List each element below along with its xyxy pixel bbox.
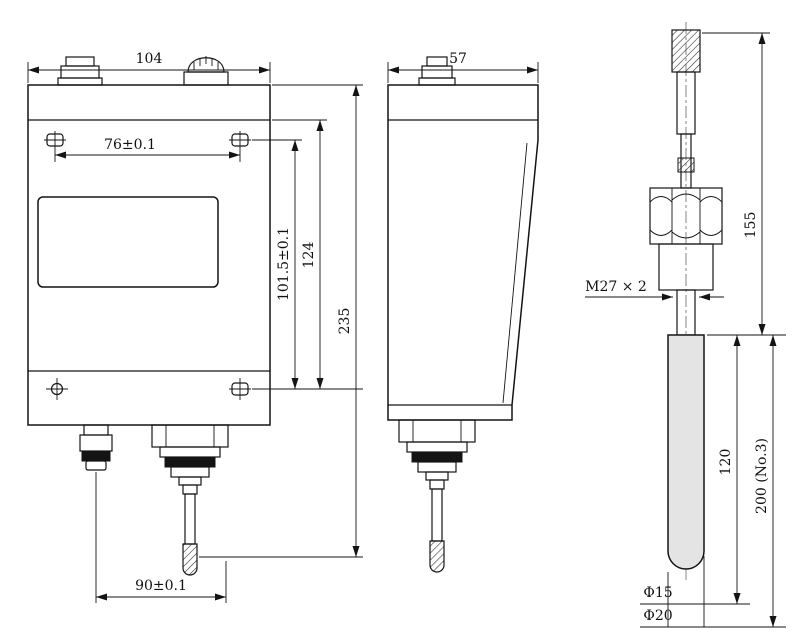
dim-phi15-label: Φ15 [643,585,672,601]
probe-sheath [667,334,705,570]
dim-200-label: 200 (No.3) [754,438,770,514]
dim-101-5-label: 101.5±0.1 [276,227,292,301]
dim-57-label: 57 [449,51,467,67]
front-dim-124: 124 [272,119,327,389]
front-top-left-gland [57,56,103,86]
probe-thread-callout: M27 × 2 [585,279,724,301]
dim-155-label: 155 [743,212,759,239]
sensor-knurled-tip [182,543,198,576]
dim-m27-label: M27 × 2 [585,279,647,295]
connector-black-ring [81,450,111,462]
side-dim-57: 57 [387,51,539,83]
dim-120-label: 120 [718,449,734,476]
side-sensor-assembly [398,419,476,573]
front-body-outline [27,84,271,426]
dim-90-label: 90±0.1 [135,578,187,594]
sensor-knurled-tip [429,540,445,573]
side-body-outline [387,84,539,421]
probe-dim-155: 155 [702,32,786,336]
side-cover-edge [502,142,528,404]
probe-diameter-callouts: Φ15 Φ20 [640,556,786,628]
dim-104-label: 104 [136,51,163,67]
front-mounting-hole-top-left [44,131,66,149]
front-view: 104 76±0.1 101.5±0.1 124 235 [27,51,363,603]
sensor-capillary [184,493,196,545]
dim-235-label: 235 [337,308,353,335]
dim-124-label: 124 [301,242,317,269]
front-sensor-assembly [151,424,229,576]
probe-dim-200: 200 (No.3) [754,335,777,627]
sensor-black-ring [164,456,216,468]
probe-view: M27 × 2 155 120 200 (No.3) Φ15 Φ20 [585,22,786,628]
probe-knurl-segment [677,157,695,173]
front-top-right-cap [183,56,229,86]
probe-threaded-stud [671,29,701,73]
sensor-capillary [431,488,443,542]
front-mounting-hole-bottom-left [46,378,68,400]
front-dim-104: 104 [27,51,271,83]
front-dim-90: 90±0.1 [95,472,227,603]
front-body [27,84,271,426]
front-dim-76: 76±0.1 [54,137,241,162]
front-dim-101-5: 101.5±0.1 [252,139,302,389]
front-dim-235: 235 [199,84,363,558]
sensor-black-ring [411,451,463,463]
dim-phi20-label: Φ20 [643,608,672,624]
dim-76-label: 76±0.1 [104,137,156,153]
probe-dim-120: 120 [718,335,741,604]
front-cable-connector [79,424,113,471]
front-display-window [37,196,219,288]
sensor-hex-body [151,424,229,448]
side-view: 57 [387,51,539,573]
front-mounting-hole-bottom-right [229,378,251,400]
front-mounting-hole-top-right [229,131,251,149]
